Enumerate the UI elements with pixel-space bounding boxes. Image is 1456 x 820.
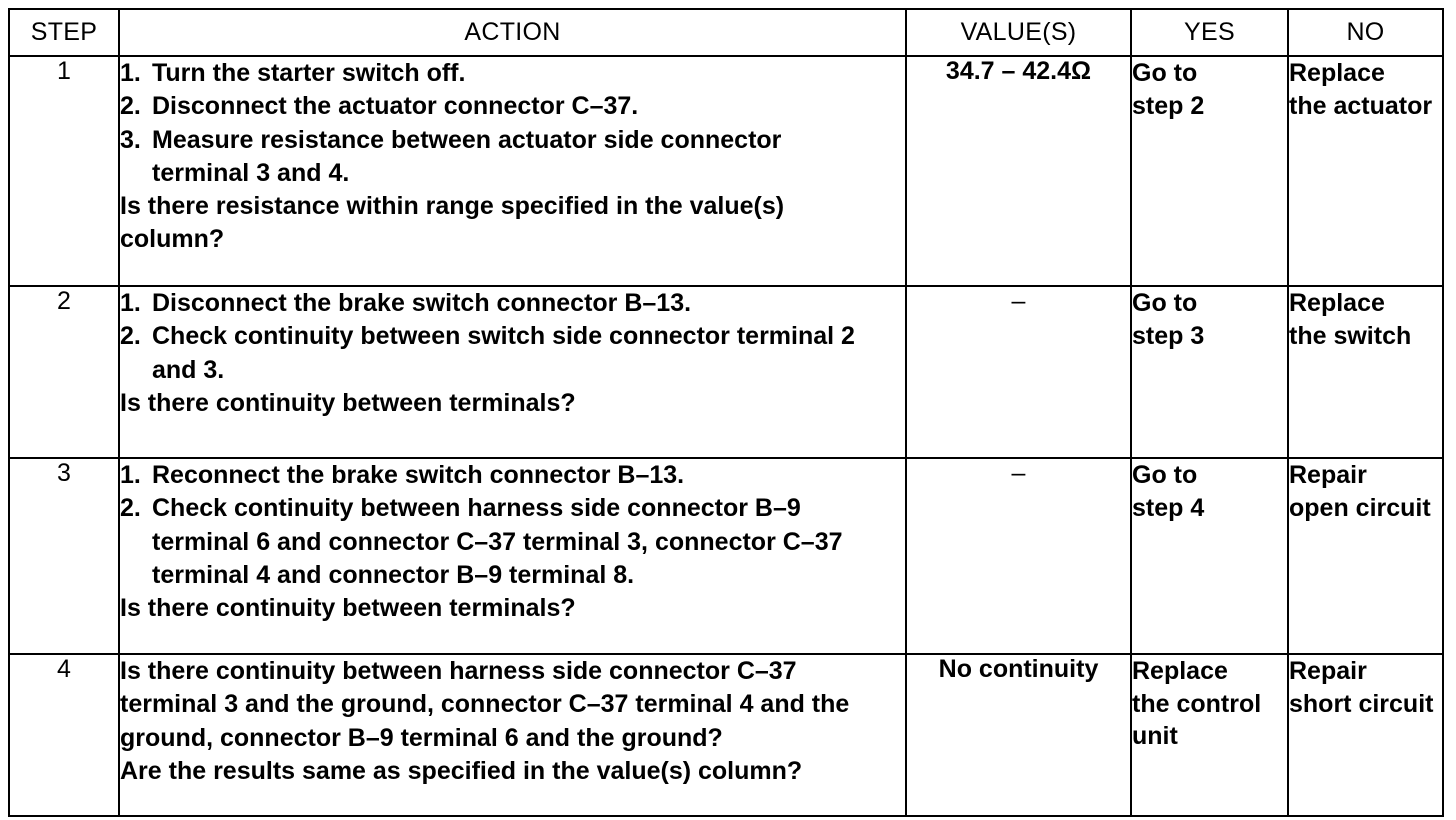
action-step-line: 2. Check continuity between switch side c… xyxy=(120,320,905,353)
yes-result-line: Go to xyxy=(1132,59,1198,87)
action-step-number: 1. xyxy=(120,289,141,317)
cell-step-number: 2 xyxy=(8,285,120,459)
cell-yes-result: Replace the control unit xyxy=(1130,653,1289,817)
cell-step-number: 1 xyxy=(8,55,120,287)
action-step-text: Disconnect the actuator connector C–37. xyxy=(152,92,639,121)
action-question-line: Is there continuity between terminals? xyxy=(120,388,576,417)
yes-result-line: step 4 xyxy=(1132,493,1205,522)
action-step-line: 1. Turn the starter switch off. xyxy=(120,57,905,90)
action-question-line: Is there continuity between terminals? xyxy=(120,594,576,622)
cell-yes-result: Go to step 2 xyxy=(1130,55,1289,287)
no-result-line: the actuator xyxy=(1289,91,1433,120)
yes-result-line: step 3 xyxy=(1132,321,1205,350)
yes-result-line: unit xyxy=(1132,722,1178,750)
action-question-line: terminal 3 and the ground, connector C–3… xyxy=(120,690,850,719)
yes-result-line: step 2 xyxy=(1132,91,1205,120)
action-step-number: 1. xyxy=(120,461,141,489)
cell-no-result: Repair short circuit xyxy=(1287,653,1444,817)
no-result-line: Replace xyxy=(1289,59,1385,87)
action-question-line: ground, connector B–9 terminal 6 and the… xyxy=(120,723,723,752)
action-step-number: 1. xyxy=(120,59,141,87)
action-step-text: Reconnect the brake switch connector B–1… xyxy=(152,461,685,489)
action-continuation-line: terminal 3 and 4. xyxy=(152,158,350,187)
cell-action-text: 1. Disconnect the brake switch connector … xyxy=(118,285,907,459)
action-step-number: 3. xyxy=(120,125,141,154)
cell-action-text: 1. Reconnect the brake switch connector B… xyxy=(118,457,907,655)
action-question-line: column? xyxy=(120,225,225,254)
action-continuation-line: terminal 6 and connector C–37 terminal 3… xyxy=(152,527,843,556)
cell-yes-result: Go to step 3 xyxy=(1130,285,1289,459)
action-step-line: 1. Reconnect the brake switch connector B… xyxy=(120,459,905,492)
cell-action-text: 1. Turn the starter switch off. 2. Disconne… xyxy=(118,55,907,287)
column-header-step: STEP xyxy=(8,8,120,57)
cell-no-result: Repair open circuit xyxy=(1287,457,1444,655)
yes-result-line: Go to xyxy=(1132,289,1198,317)
cell-value: – xyxy=(905,457,1132,655)
no-result-line: open circuit xyxy=(1289,493,1431,522)
action-question-line: Is there resistance within range specifi… xyxy=(120,192,785,220)
action-step-number: 2. xyxy=(120,494,141,523)
action-step-number: 2. xyxy=(120,92,141,121)
cell-yes-result: Go to step 4 xyxy=(1130,457,1289,655)
cell-value: – xyxy=(905,285,1132,459)
cell-step-number: 3 xyxy=(8,457,120,655)
no-result-line: the switch xyxy=(1289,321,1412,350)
cell-value: No continuity xyxy=(905,653,1132,817)
cell-no-result: Replace the actuator xyxy=(1287,55,1444,287)
action-step-line: 1. Disconnect the brake switch connector … xyxy=(120,287,905,320)
column-header-action: ACTION xyxy=(118,8,907,57)
cell-no-result: Replace the switch xyxy=(1287,285,1444,459)
cell-value: 34.7 – 42.4Ω xyxy=(905,55,1132,287)
no-result-line: Repair xyxy=(1289,461,1367,489)
action-question-line: Is there continuity between harness side… xyxy=(120,657,797,685)
yes-result-line: the control xyxy=(1132,689,1262,718)
action-step-line: 2. Check continuity between harness side … xyxy=(120,492,905,525)
action-question-line: Are the results same as specified in the… xyxy=(120,756,803,785)
no-result-line: Replace xyxy=(1289,289,1385,317)
no-result-line: short circuit xyxy=(1289,689,1434,718)
column-header-values: VALUE(S) xyxy=(905,8,1132,57)
action-continuation-line: and 3. xyxy=(152,355,225,384)
yes-result-line: Go to xyxy=(1132,461,1198,489)
column-header-no: NO xyxy=(1287,8,1444,57)
cell-action-text: Is there continuity between harness side… xyxy=(118,653,907,817)
cell-step-number: 4 xyxy=(8,653,120,817)
action-step-line: 3. Measure resistance between actuator si… xyxy=(120,124,905,157)
action-step-text: Measure resistance between actuator side… xyxy=(152,125,782,154)
action-step-line: 2. Disconnect the actuator connector C–37… xyxy=(120,90,905,123)
table-header-row: STEP ACTION VALUE(S) YES NO xyxy=(8,8,1444,57)
action-step-text: Check continuity between harness side co… xyxy=(152,494,801,523)
column-header-yes: YES xyxy=(1130,8,1289,57)
no-result-line: Repair xyxy=(1289,657,1367,685)
action-step-number: 2. xyxy=(120,322,141,351)
action-step-text: Turn the starter switch off. xyxy=(152,59,466,87)
action-step-text: Check continuity between switch side con… xyxy=(152,322,855,351)
yes-result-line: Replace xyxy=(1132,657,1228,685)
action-continuation-line: terminal 4 and connector B–9 terminal 8. xyxy=(152,560,635,589)
action-step-text: Disconnect the brake switch connector B–… xyxy=(152,289,692,317)
